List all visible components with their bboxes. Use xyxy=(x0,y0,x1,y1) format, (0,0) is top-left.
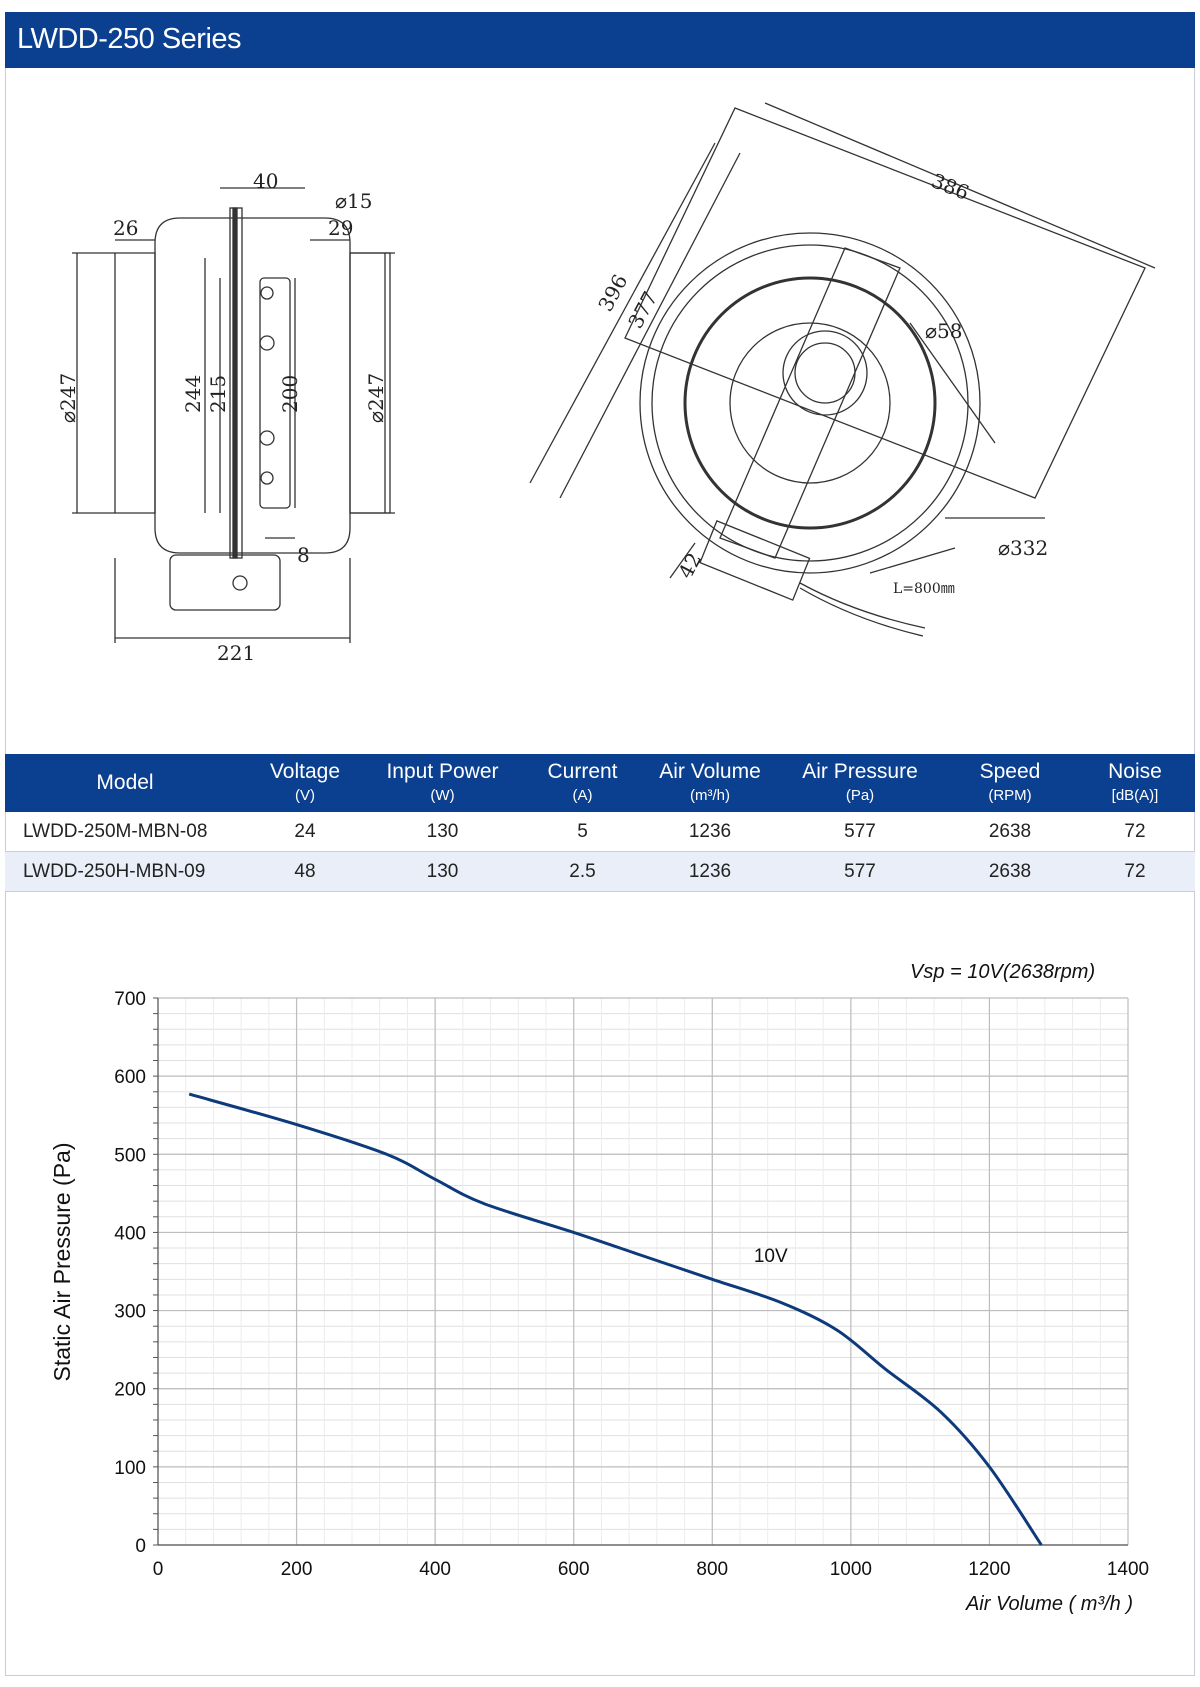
table-cell: 2638 xyxy=(988,821,1032,842)
table-cell: 577 xyxy=(844,861,876,882)
bracket-hole xyxy=(260,286,274,300)
table-cell: 5 xyxy=(577,821,588,842)
col-header-current: Current(A) xyxy=(547,760,618,804)
inlet-ring xyxy=(114,252,156,514)
dim-text: ⌀15 xyxy=(335,189,373,213)
hub-ring xyxy=(729,322,891,484)
x-tick-label: 0 xyxy=(153,1559,164,1580)
table-cell: LWDD-250M-MBN-08 xyxy=(23,821,208,842)
table-cell: 1236 xyxy=(688,821,732,842)
y-tick-label: 500 xyxy=(114,1145,146,1166)
y-tick-label: 600 xyxy=(114,1067,146,1088)
table-cell: 130 xyxy=(426,861,459,882)
table-cell: 24 xyxy=(294,821,316,842)
x-tick-label: 400 xyxy=(419,1559,451,1580)
dim-text: 29 xyxy=(328,216,353,240)
dim-text: 26 xyxy=(113,216,138,240)
support-strut xyxy=(719,247,901,559)
dim-text: 8 xyxy=(297,543,310,567)
x-tick-label: 1000 xyxy=(830,1559,872,1580)
flange-line xyxy=(232,207,238,559)
technical-drawing: 40 ⌀15 26 29 ⌀247 244 215 200 ⌀247 8 221… xyxy=(5,68,1195,748)
col-header-voltage: Voltage(V) xyxy=(269,760,341,804)
housing-body xyxy=(154,217,351,554)
col-header-model: Model xyxy=(96,771,154,794)
dim-text: 396 xyxy=(593,270,632,315)
table-cell: 577 xyxy=(844,821,876,842)
dim-text: ⌀58 xyxy=(925,319,963,343)
bracket-hole xyxy=(259,335,275,351)
y-tick-label: 0 xyxy=(135,1536,146,1557)
dim-text: 200 xyxy=(278,375,302,413)
dim-text: ⌀247 xyxy=(364,373,388,423)
dim-text: 221 xyxy=(217,641,255,665)
series-line-10v xyxy=(188,1092,1043,1546)
outer-ring xyxy=(639,232,981,574)
outer-ring-inner xyxy=(651,244,969,562)
table-cell: 72 xyxy=(1124,821,1146,842)
col-header-noise: Noise[dB(A)] xyxy=(1108,760,1162,804)
y-axis-label: Static Air Pressure (Pa) xyxy=(49,1142,75,1381)
series-label: 10V xyxy=(754,1246,788,1267)
mount-bracket xyxy=(259,277,291,509)
table-cell: 2638 xyxy=(988,861,1032,882)
table-cell: 48 xyxy=(294,861,316,882)
col-header-speed: Speed(RPM) xyxy=(979,760,1041,804)
table-cell: 72 xyxy=(1124,861,1146,882)
terminal-box-front xyxy=(699,520,811,601)
dim-text: ⌀332 xyxy=(998,536,1048,560)
table-cell: 2.5 xyxy=(569,861,596,882)
cable-gland xyxy=(232,575,248,591)
dim-text: 377 xyxy=(623,287,662,332)
performance-chart: 0 100 200 300 400 500 600 700 0 200 400 600 800 1000… xyxy=(0,900,1200,1640)
col-header-input-power: Input Power(W) xyxy=(386,760,499,804)
inlet-ring-front xyxy=(683,276,937,530)
x-axis-label: Air Volume ( m³/h ) xyxy=(965,1593,1133,1615)
x-tick-label: 1400 xyxy=(1107,1559,1149,1580)
y-tick-label: 700 xyxy=(114,989,146,1010)
y-tick-labels: 0 100 200 300 400 500 600 700 xyxy=(114,989,146,1557)
y-tick-label: 200 xyxy=(114,1380,146,1401)
table-header: Model Voltage(V) Input Power(W) Current(… xyxy=(5,754,1195,812)
page-header: LWDD-250 Series xyxy=(5,12,1195,68)
chart-grid xyxy=(153,997,1129,1546)
dim-text: 42 xyxy=(673,549,706,583)
y-tick-label: 400 xyxy=(114,1223,146,1244)
x-tick-label: 800 xyxy=(696,1559,728,1580)
bracket-hole xyxy=(260,471,274,485)
dim-text: 386 xyxy=(928,168,972,205)
col-header-air-pressure: Air Pressure(Pa) xyxy=(802,760,918,804)
x-tick-label: 200 xyxy=(281,1559,313,1580)
chart-svg: 0 100 200 300 400 500 600 700 0 200 400 600 800 1000… xyxy=(49,961,1149,1615)
y-tick-label: 300 xyxy=(114,1302,146,1323)
dim-text: ⌀247 xyxy=(56,373,80,423)
mount-plate xyxy=(624,107,1146,499)
table-cell: LWDD-250H-MBN-09 xyxy=(23,861,206,882)
col-header-air-volume: Air Volume(m³/h) xyxy=(659,760,761,804)
y-tick-label: 100 xyxy=(114,1458,146,1479)
x-tick-label: 1200 xyxy=(968,1559,1010,1580)
terminal-box xyxy=(169,554,281,611)
x-tick-labels: 0 200 400 600 800 1000 1200 1400 xyxy=(153,1559,1149,1580)
dim-text: 244 xyxy=(181,375,205,413)
motor-hub xyxy=(782,330,868,416)
cable xyxy=(799,582,926,629)
table-row: LWDD-250H-MBN-09 48 130 2.5 1236 577 263… xyxy=(5,852,1195,892)
dim-text: 215 xyxy=(206,375,230,413)
table-row: LWDD-250M-MBN-08 24 130 5 1236 577 2638 … xyxy=(5,812,1195,852)
table-cell: 130 xyxy=(426,821,459,842)
dim-text: L=800㎜ xyxy=(893,581,955,597)
cable xyxy=(799,587,924,637)
x-tick-label: 600 xyxy=(558,1559,590,1580)
chart-annotation: Vsp = 10V(2638rpm) xyxy=(910,961,1095,983)
bracket-hole xyxy=(259,430,275,446)
table-cell: 1236 xyxy=(688,861,732,882)
dim-text: 40 xyxy=(253,169,278,193)
drawing-svg: 40 ⌀15 26 29 ⌀247 244 215 200 ⌀247 8 221… xyxy=(56,102,1156,665)
page-title: LWDD-250 Series xyxy=(17,23,242,55)
